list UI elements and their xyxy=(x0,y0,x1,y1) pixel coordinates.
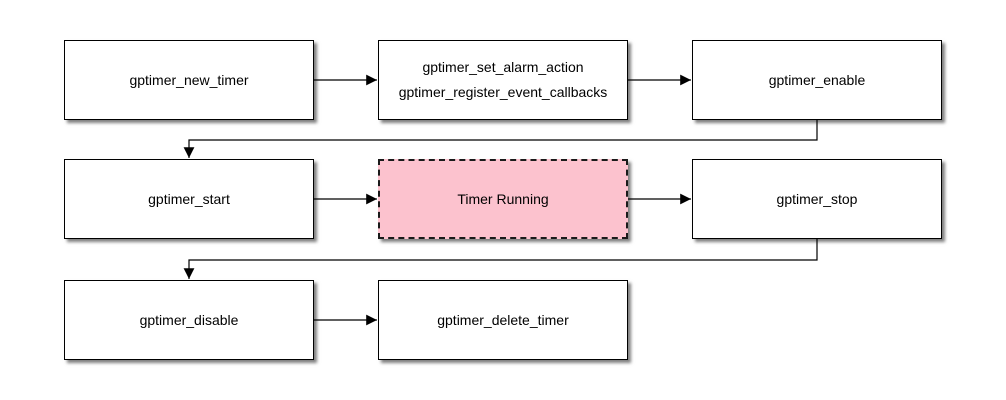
node-label: gptimer_register_event_callbacks xyxy=(398,84,608,100)
node-gptimer-stop: gptimer_stop xyxy=(692,159,942,239)
node-label: gptimer_enable xyxy=(768,71,866,88)
edge-stop-to-disable xyxy=(183,239,818,280)
node-label: gptimer_start xyxy=(148,190,230,207)
node-gptimer-start: gptimer_start xyxy=(64,159,314,239)
node-label: gptimer_delete_timer xyxy=(437,311,569,328)
node-label: gptimer_set_alarm_action xyxy=(422,59,584,75)
node-label: gptimer_stop xyxy=(776,190,858,207)
node-label: Timer Running xyxy=(457,190,549,207)
node-gptimer-disable: gptimer_disable xyxy=(64,280,314,360)
node-timer-running: Timer Running xyxy=(378,159,628,239)
node-label: gptimer_disable xyxy=(139,311,239,328)
node-gptimer-enable: gptimer_enable xyxy=(692,40,942,120)
node-gptimer-new-timer: gptimer_new_timer xyxy=(64,40,314,120)
edge-enable-to-start xyxy=(183,120,818,158)
node-gptimer-set-alarm-action: gptimer_set_alarm_action gptimer_registe… xyxy=(378,40,628,120)
node-label: gptimer_new_timer xyxy=(129,71,249,88)
node-gptimer-delete-timer: gptimer_delete_timer xyxy=(378,280,628,360)
